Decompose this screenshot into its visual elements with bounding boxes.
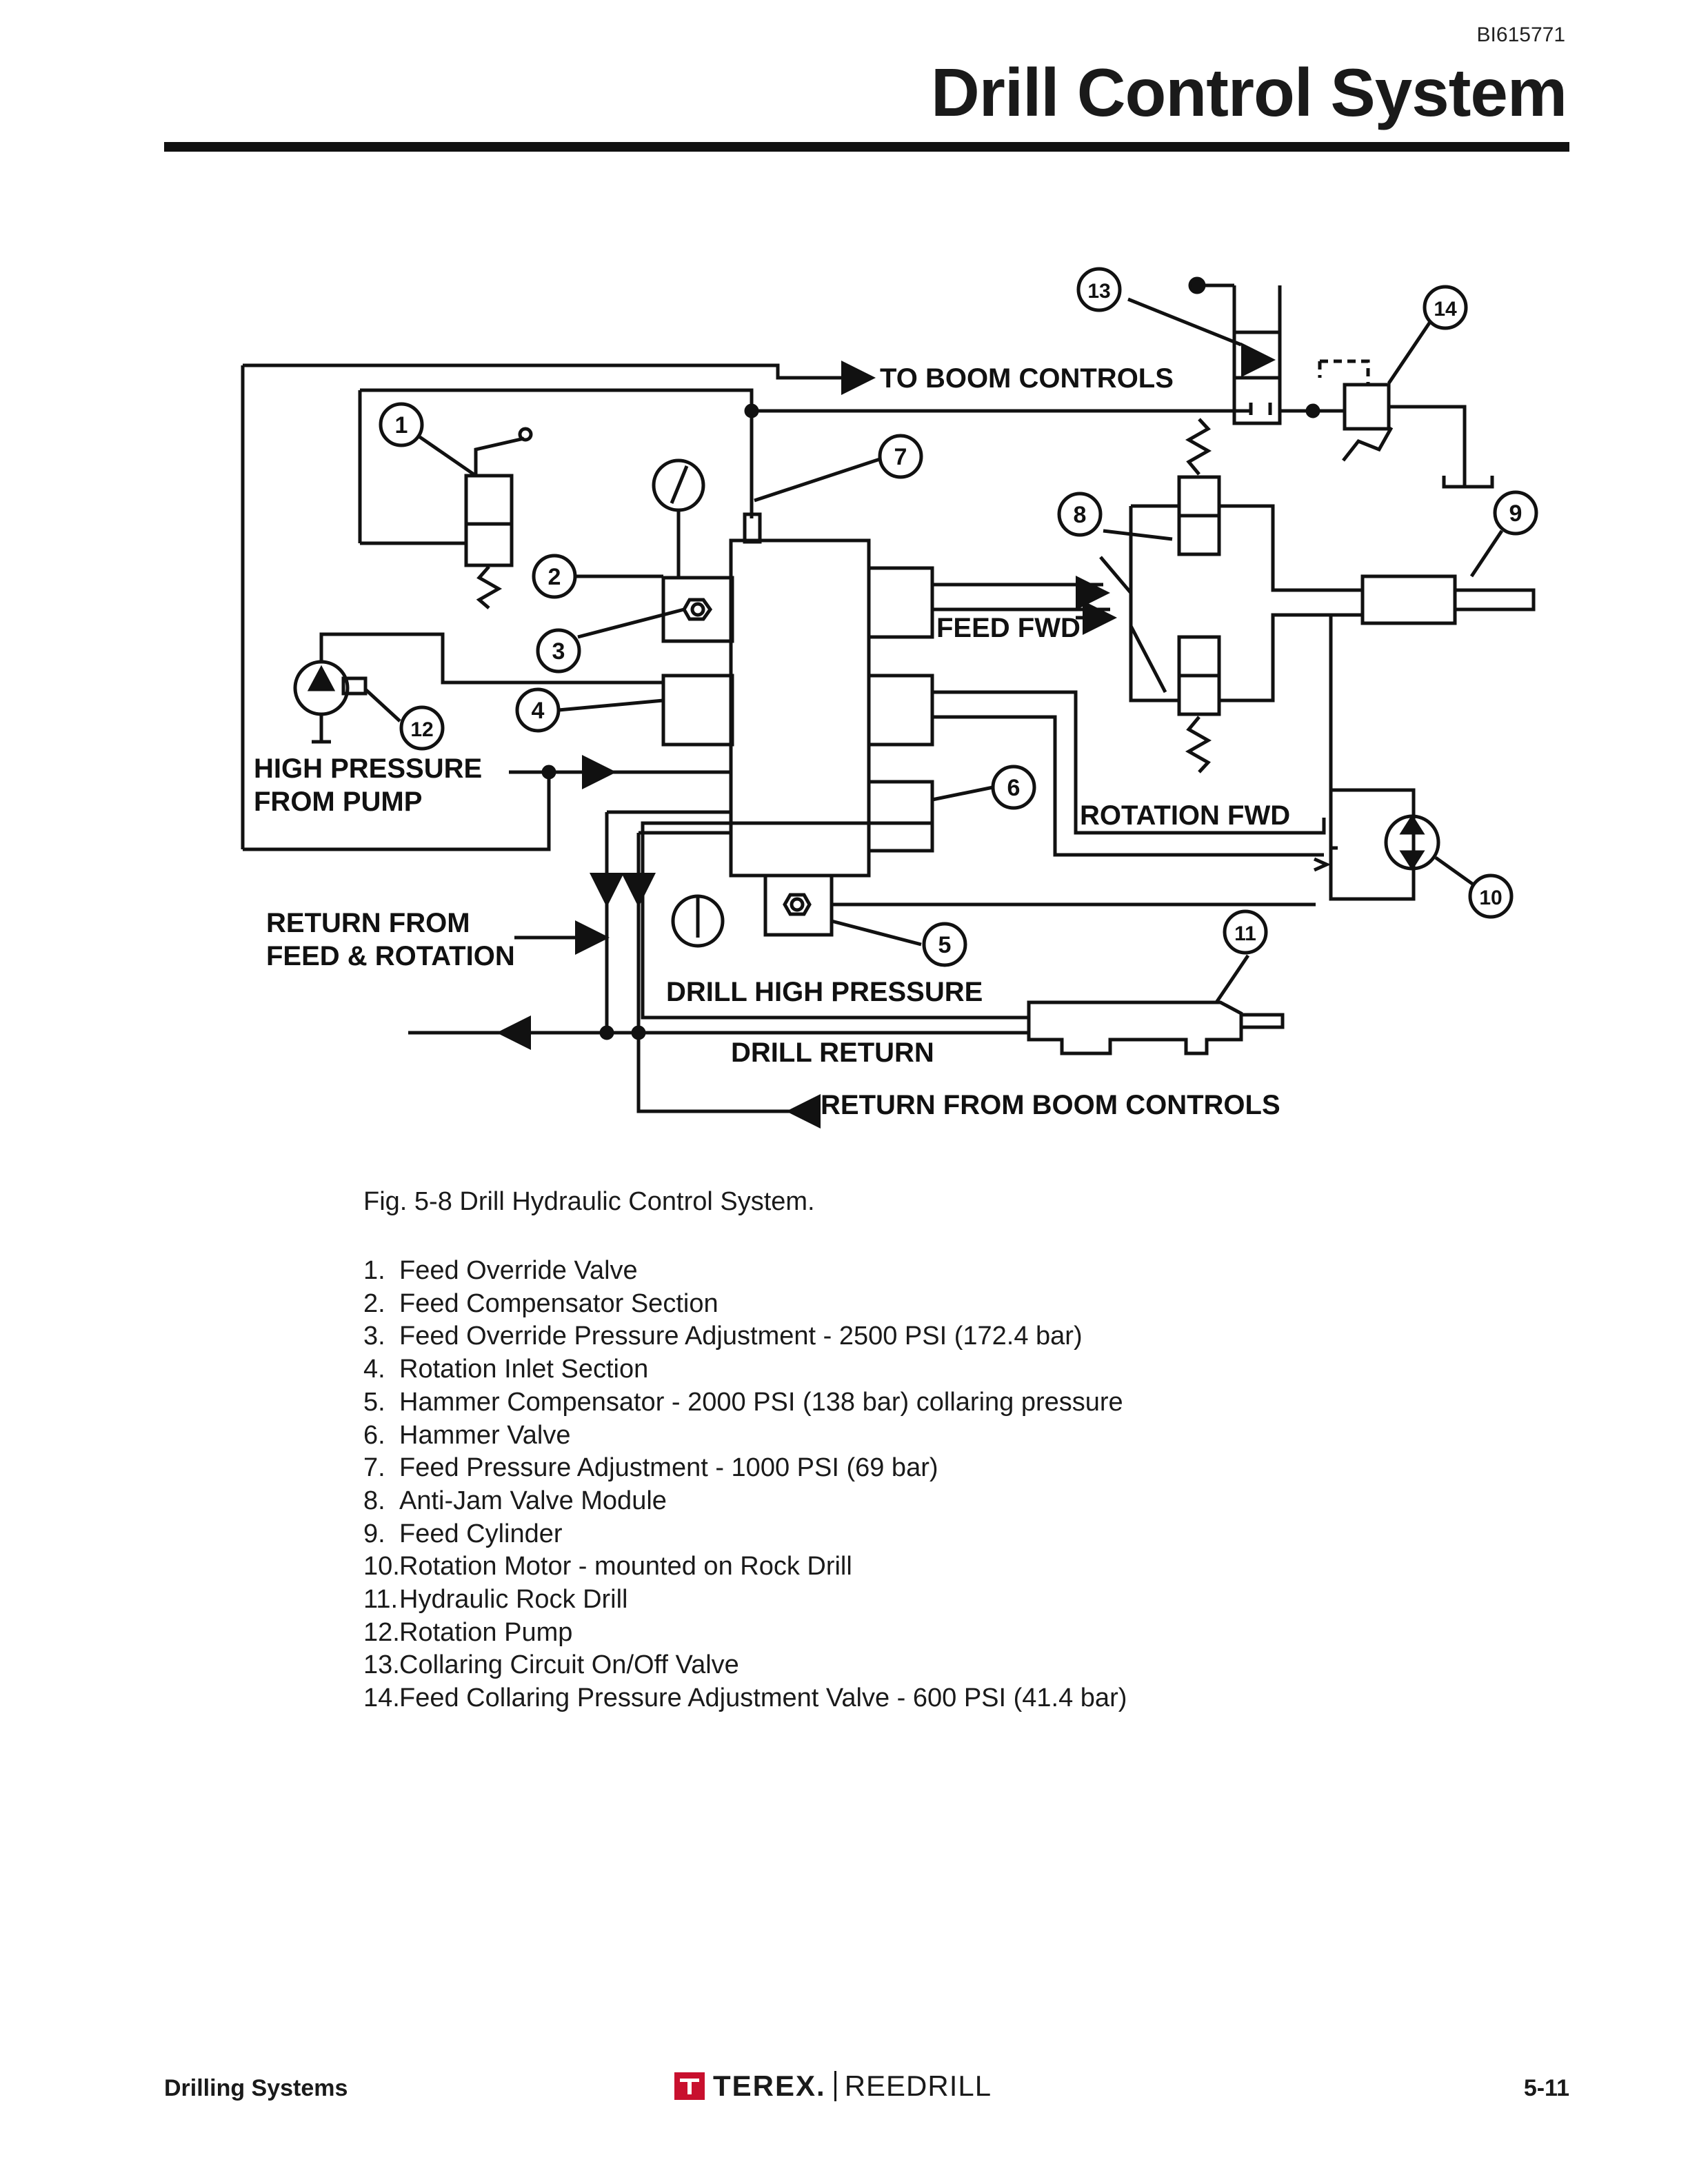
hammer-section xyxy=(867,780,934,853)
label-from-pump: FROM PUMP xyxy=(254,787,422,817)
logo-separator xyxy=(834,2071,836,2101)
label-feed-rotation: FEED & ROTATION xyxy=(266,941,515,971)
feed-cylinder xyxy=(1360,574,1457,625)
document-id: BI615771 xyxy=(1476,23,1565,46)
callout-8: 8 xyxy=(1074,502,1087,528)
return-boom-line xyxy=(636,1033,800,1113)
footer-logo: TEREX. REEDRILL xyxy=(674,2065,992,2107)
callout-7: 7 xyxy=(894,444,907,470)
collaring-adjust-valve xyxy=(1343,383,1391,431)
label-drill-return: DRILL RETURN xyxy=(731,1038,934,1068)
callout-3: 3 xyxy=(552,638,565,665)
legend-item: 3.Feed Override Pressure Adjustment - 25… xyxy=(363,1322,1083,1351)
callout-9: 9 xyxy=(1509,501,1523,527)
override-loop xyxy=(360,388,1251,413)
callout-5: 5 xyxy=(938,932,952,958)
callout-1: 1 xyxy=(395,412,408,438)
callout-12: 12 xyxy=(410,718,433,741)
anti-jam-valve-lower xyxy=(1177,635,1221,678)
legend-item: 14.Feed Collaring Pressure Adjustment Va… xyxy=(363,1684,1127,1713)
page-title: Drill Control System xyxy=(930,54,1567,130)
hammer-compensator xyxy=(763,873,834,937)
feed-override-valve-lower xyxy=(464,522,514,567)
legend-list: 1.Feed Override Valve 2.Feed Compensator… xyxy=(363,1255,1127,1715)
figure-caption: Fig. 5-8 Drill Hydraulic Control System. xyxy=(363,1187,815,1216)
rotation-section xyxy=(867,674,934,747)
callout-13: 13 xyxy=(1087,280,1110,303)
terex-logo-icon xyxy=(674,2072,705,2100)
logo-product: REEDRILL xyxy=(844,2070,992,2102)
legend-item: 5.Hammer Compensator - 2000 PSI (138 bar… xyxy=(363,1387,1123,1417)
callout-2: 2 xyxy=(548,564,561,590)
legend-item: 12.Rotation Pump xyxy=(363,1617,573,1647)
callout-10: 10 xyxy=(1479,887,1502,909)
label-return-from: RETURN FROM xyxy=(266,908,470,938)
callout-14: 14 xyxy=(1434,298,1457,321)
page-number: 5-11 xyxy=(1523,2075,1569,2101)
main-valve-bank xyxy=(729,538,871,878)
label-rotation-fwd: ROTATION FWD xyxy=(1080,800,1290,831)
hydraulic-rock-drill xyxy=(1027,1000,1243,1055)
feed-section xyxy=(867,566,934,639)
legend-item: 4.Rotation Inlet Section xyxy=(363,1355,649,1384)
legend-item: 10.Rotation Motor - mounted on Rock Dril… xyxy=(363,1552,852,1581)
legend-item: 1.Feed Override Valve xyxy=(363,1256,638,1285)
legend-item: 11.Hydraulic Rock Drill xyxy=(363,1585,628,1615)
footer-section: Drilling Systems xyxy=(164,2075,348,2101)
rotation-motor-housing xyxy=(1329,788,1416,901)
boom-supply-line xyxy=(243,361,876,395)
callout-11: 11 xyxy=(1234,922,1256,945)
label-return-boom: RETURN FROM BOOM CONTROLS xyxy=(821,1090,1280,1120)
callout-6: 6 xyxy=(1007,775,1021,801)
drill-high-pressure-line xyxy=(641,816,1029,1020)
legend-item: 6.Hammer Valve xyxy=(363,1420,571,1450)
label-to-boom-controls: TO BOOM CONTROLS xyxy=(880,363,1174,394)
label-drill-high-pressure: DRILL HIGH PRESSURE xyxy=(666,977,983,1007)
collaring-on-off-valve xyxy=(1232,330,1282,380)
rotation-inlet-section xyxy=(661,674,734,747)
logo-brand: TEREX. xyxy=(713,2070,826,2102)
anti-jam-valve-upper xyxy=(1177,475,1221,518)
legend-item: 7.Feed Pressure Adjustment - 1000 PSI (6… xyxy=(363,1453,938,1483)
feed-pressure-adjust-valve xyxy=(743,512,762,544)
pump-return-loop xyxy=(243,779,551,851)
label-high-pressure: HIGH PRESSURE xyxy=(254,754,482,784)
legend-item: 8.Anti-Jam Valve Module xyxy=(363,1486,667,1515)
override-spring xyxy=(476,565,503,609)
feed-compensator-section xyxy=(661,576,734,643)
legend-item: 9.Feed Cylinder xyxy=(363,1519,563,1548)
legend-item: 2.Feed Compensator Section xyxy=(363,1288,719,1318)
callout-4: 4 xyxy=(532,698,545,724)
legend-item: 13.Collaring Circuit On/Off Valve xyxy=(363,1650,739,1680)
label-feed-fwd: FEED FWD xyxy=(936,613,1081,643)
feed-override-valve xyxy=(464,474,514,526)
title-rule xyxy=(164,142,1569,152)
